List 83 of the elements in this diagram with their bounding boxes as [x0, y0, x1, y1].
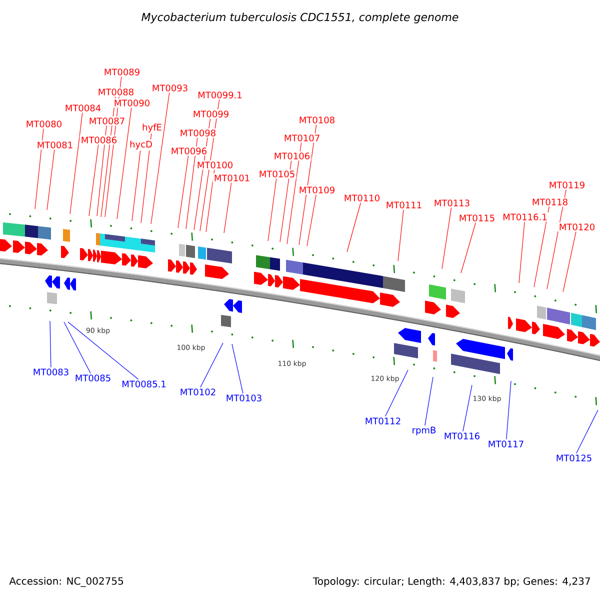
- gene-label: MT0120: [560, 224, 594, 230]
- gene-label: MT0103: [226, 394, 262, 402]
- leader-line: [562, 231, 576, 292]
- gene-label: MT0115: [460, 214, 494, 222]
- gene-label: MT0085: [76, 374, 110, 382]
- gene-label: MT0093: [152, 84, 188, 92]
- gene-label: rpmB: [412, 426, 436, 436]
- gene-label: MT0085.1: [122, 380, 166, 388]
- genome-summary-text: Topology: circular; Length: 4,403,837 bp; Genes: 4,237: [312, 577, 590, 587]
- leader-line: [186, 137, 198, 230]
- gene-label: MT0096: [172, 148, 207, 154]
- leader-line: [116, 107, 132, 220]
- leader-line: [96, 126, 107, 216]
- leader-line: [104, 76, 122, 218]
- leader-line: [194, 118, 211, 230]
- leader-line: [68, 322, 139, 380]
- gene-label: MT0111: [386, 202, 422, 208]
- leader-line: [178, 155, 189, 228]
- gene-label: MT0084: [66, 104, 101, 112]
- gene-label: MT0099.1: [198, 92, 242, 98]
- gene-label: MT0119: [550, 182, 584, 188]
- leader-line: [298, 124, 317, 246]
- leader-line: [398, 210, 404, 262]
- leader-line: [424, 376, 434, 426]
- leader-line: [70, 112, 83, 214]
- leader-line: [34, 128, 44, 210]
- gene-label: MT0101: [214, 174, 250, 182]
- leader-line: [286, 142, 302, 244]
- gene-label: MT0112: [366, 418, 400, 424]
- gene-label: MT0102: [180, 388, 216, 396]
- leader-line: [232, 344, 244, 394]
- gene-label: MT0100: [198, 162, 232, 168]
- gene-label: MT0090: [114, 100, 150, 106]
- leader-line: [140, 133, 152, 224]
- gene-label: MT0118: [532, 198, 568, 206]
- title: Mycobacterium tuberculosis CDC1551, complete genome: [142, 12, 458, 24]
- leader-line: [442, 207, 452, 270]
- gene-label: MT0106: [274, 152, 310, 160]
- gene-label: MT0086: [82, 136, 117, 144]
- accession-text: Accession: NC_002755: [9, 577, 124, 587]
- leader-line: [268, 178, 277, 242]
- leader-line: [100, 96, 116, 218]
- leader-line: [64, 322, 91, 374]
- leader-line: [546, 189, 566, 290]
- gene-label: MT0117: [488, 440, 524, 448]
- leader-line: [280, 160, 292, 242]
- gene-label: MT0098: [180, 130, 216, 136]
- gene-label: MT0105: [260, 170, 294, 178]
- leader-line: [518, 222, 525, 284]
- gene-label: MT0080: [26, 120, 62, 128]
- gene-label: MT0116: [444, 432, 480, 440]
- leader-line: [534, 206, 550, 288]
- gene-label: MT0125: [556, 454, 592, 462]
- leader-line: [576, 410, 598, 454]
- gene-label: MT0088: [98, 88, 134, 96]
- leader-line: [460, 222, 476, 274]
- leader-line: [50, 320, 52, 368]
- leader-line: [462, 384, 472, 432]
- leader-line: [206, 170, 215, 232]
- leader-line: [346, 202, 362, 252]
- leader-line: [88, 144, 99, 216]
- gene-label: MT0116.1: [504, 214, 547, 220]
- gene-label: hycD: [130, 140, 152, 150]
- leader-line: [150, 92, 170, 224]
- leader-line: [506, 380, 512, 440]
- gene-label: MT0113: [434, 200, 470, 206]
- leader-line: [132, 150, 141, 222]
- gene-label: MT0081: [38, 142, 72, 148]
- gene-label: MT0089: [104, 68, 140, 76]
- gene-label: MT0110: [344, 194, 380, 202]
- leader-line: [384, 370, 408, 417]
- gene-label: MT0108: [300, 116, 334, 124]
- gene-label: MT0099: [194, 110, 228, 118]
- leader-line: [200, 99, 220, 232]
- leader-line: [306, 194, 316, 246]
- gene-label: hyfE: [142, 124, 162, 132]
- gene-label: MT0083: [34, 368, 68, 376]
- gene-label: MT0087: [90, 118, 124, 124]
- leader-line: [46, 150, 55, 210]
- leader-line: [224, 182, 232, 234]
- leader-line: [200, 342, 224, 388]
- gene-label: MT0107: [284, 134, 320, 142]
- gene-label: MT0109: [300, 186, 334, 194]
